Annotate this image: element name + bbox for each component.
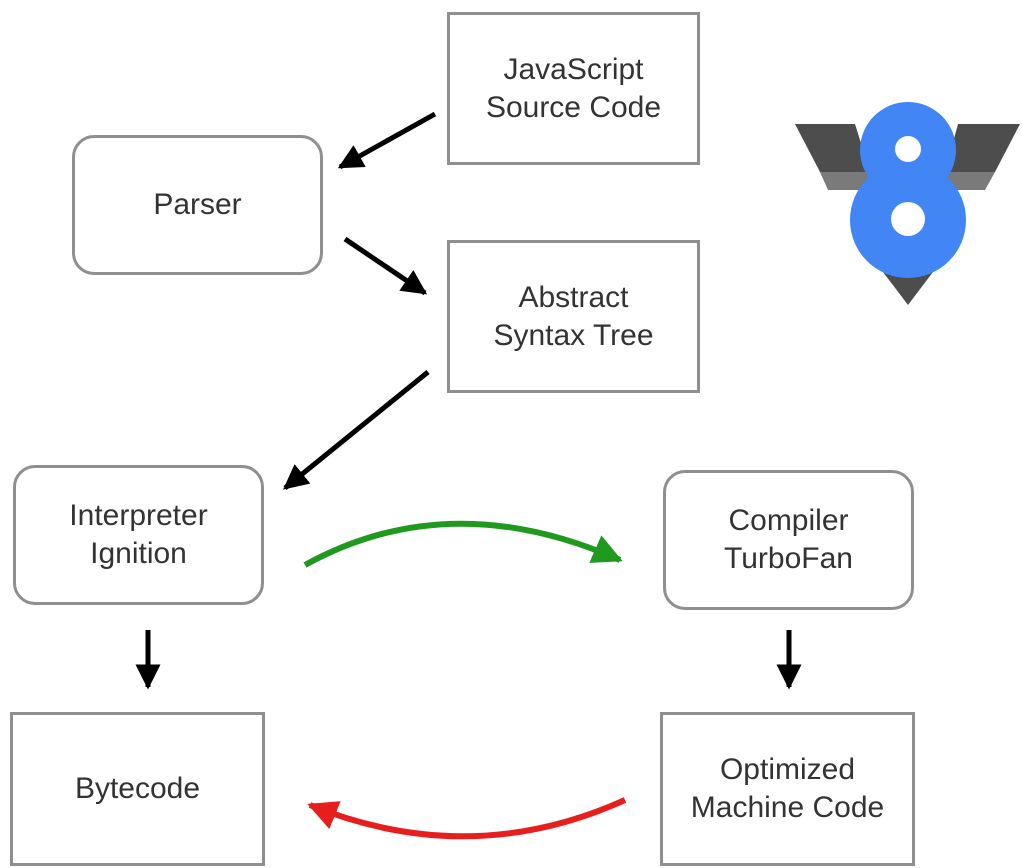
node-compiler-turbofan: Compiler TurboFan (663, 470, 914, 610)
v8-logo-eight-top-hole (895, 136, 921, 162)
arrow-interpreter-to-compiler (303, 520, 623, 568)
node-compiler-turbofan-label: Compiler TurboFan (724, 504, 853, 575)
node-parser-label: Parser (153, 188, 242, 221)
node-bytecode-label: Bytecode (74, 772, 201, 805)
v8-logo-eight-bottom-hole (891, 202, 925, 236)
node-javascript-source-code-label: JavaScript Source Code (485, 52, 662, 124)
arrow-optimized-to-bytecode (307, 797, 627, 840)
v8-logo-bottom-point (880, 268, 936, 305)
node-interpreter-ignition-label: Interpreter Ignition (69, 499, 208, 570)
node-abstract-syntax-tree-label: Abstract Syntax Tree (493, 280, 654, 352)
arrow-ast-to-interpreter (283, 370, 430, 490)
arrow-source-to-parser (337, 111, 437, 170)
node-interpreter-ignition: Interpreter Ignition (13, 465, 264, 605)
arrow-parser-to-ast (343, 236, 428, 296)
v8-logo-left-wing-dark (795, 124, 870, 172)
node-parser: Parser (72, 135, 323, 275)
node-optimized-machine-code: Optimized Machine Code (660, 712, 915, 866)
node-bytecode: Bytecode (10, 712, 265, 866)
v8-logo (795, 102, 1020, 305)
node-optimized-machine-code-label: Optimized Machine Code (690, 753, 885, 824)
node-abstract-syntax-tree: Abstract Syntax Tree (447, 240, 700, 393)
node-javascript-source-code: JavaScript Source Code (447, 12, 700, 165)
v8-logo-right-wing-dark (945, 124, 1020, 172)
